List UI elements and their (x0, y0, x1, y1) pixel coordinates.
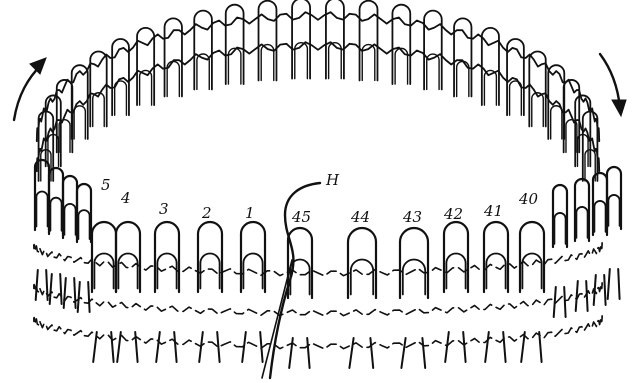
needle-label: 44 (350, 208, 370, 226)
front-loop-edge-stem (88, 282, 89, 312)
front-loop-edge-stem (576, 281, 578, 311)
front-loop-edge-stem (60, 274, 61, 304)
front-loop-edge-stem (74, 278, 75, 308)
course-lines (34, 12, 602, 349)
front-loop-3-stem (174, 332, 176, 362)
front-loop-42-stem (463, 332, 465, 362)
arrow-right-head (612, 100, 626, 116)
back-course-upper (37, 12, 600, 141)
front-loop-edge-inner (554, 213, 565, 244)
front-loop-40-stem (539, 332, 541, 362)
front-loop-edge-stem (618, 269, 619, 299)
front-loop-42-stem (445, 332, 449, 362)
front-loop-5-stem (111, 332, 113, 362)
needle-label: 3 (159, 200, 169, 218)
front-loop-44-stem (349, 338, 353, 368)
front-loop-4-inner (118, 254, 137, 289)
front-loop-edge-stem (604, 275, 605, 305)
front-loop-41-inner (486, 254, 505, 289)
back-loop-inner (140, 70, 152, 105)
front-loop-edge-inner (594, 201, 605, 232)
back-loop-inner (74, 106, 85, 139)
thread-strand-2 (262, 260, 292, 378)
front-loop-45-stem (289, 338, 293, 368)
needle-label: 41 (483, 202, 503, 220)
front-loop-edge-inner (78, 210, 89, 239)
needle-label: 5 (101, 176, 111, 194)
front-loop-edge-stem (50, 274, 52, 304)
front-loop-2-stem (217, 332, 219, 362)
front-loop-5-inner (94, 254, 113, 289)
front-loop-4-stem (135, 332, 137, 362)
front-loop-edge-stem (608, 269, 610, 299)
front-loop-43-stem (422, 338, 425, 368)
needle-label: 43 (402, 208, 422, 226)
back-loop-inner (532, 93, 543, 127)
needle-label: 1 (245, 204, 255, 222)
front-loop-edge-inner (608, 195, 619, 226)
front-loop-41-stem (485, 332, 489, 362)
front-loop-edge-inner (576, 207, 587, 238)
front-loop-edge-stem (564, 287, 565, 317)
back-loop-inner (551, 106, 562, 139)
front-loop-1-stem (260, 332, 262, 362)
needle-label: 4 (120, 189, 131, 207)
thread-label: H (325, 171, 340, 189)
front-loop-edge-inner (36, 192, 47, 227)
front-loop-edge-stem (554, 287, 556, 317)
front-loop-43 (400, 228, 428, 298)
front-loop-43-stem (401, 338, 405, 368)
front-loop-4-stem (117, 332, 121, 362)
front-loop-45-stem (307, 338, 309, 368)
needle-label: 42 (443, 205, 463, 223)
needle-label: 2 (201, 204, 212, 222)
front-loop-2-stem (199, 332, 203, 362)
front-loop-edge-stem (64, 278, 66, 308)
front-loop-43-inner (403, 260, 425, 295)
front-loop-40-inner (522, 254, 541, 289)
front-loop-edge-stem (78, 282, 80, 312)
back-course-lower (37, 42, 600, 171)
needle-label: 40 (518, 190, 539, 208)
needle-label: 45 (291, 208, 311, 226)
back-loop-inner (484, 70, 496, 105)
front-loop-edge-stem (46, 270, 47, 300)
back-loop-inner (93, 93, 104, 127)
front-loop-44-stem (370, 338, 373, 368)
front-loop-edge-inner (50, 198, 61, 231)
front-loop-3-stem (156, 332, 160, 362)
front-loop-edge-stem (36, 270, 38, 300)
arrow-left-head (30, 58, 46, 74)
front-loop-41-stem (503, 332, 505, 362)
front-loop-edge-stem (586, 281, 587, 311)
front-loop-44-inner (351, 260, 373, 295)
front-loop-edge-stem (594, 275, 596, 305)
front-loop-44 (348, 228, 376, 298)
front-loop-5-stem (93, 332, 97, 362)
front-loop-edge-inner (64, 204, 75, 235)
back-loops (39, 0, 598, 181)
